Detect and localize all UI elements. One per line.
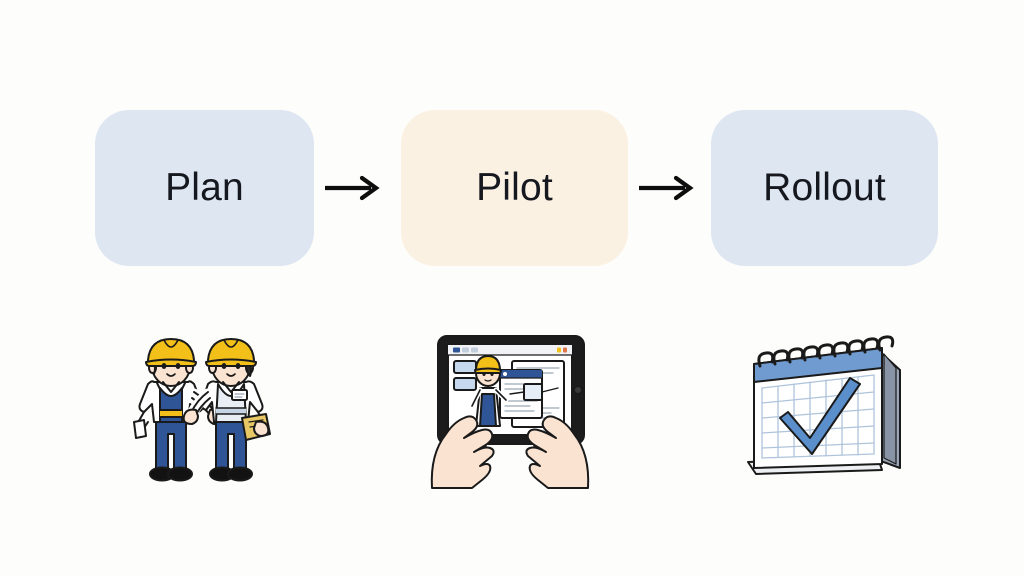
stage-box-plan[interactable]: Plan [95,110,314,266]
two-construction-workers-handshake-illustration [110,326,290,492]
process-flow-stage-row: Plan Pilot Rollout [0,110,1024,268]
illustration-row [0,326,1024,496]
stage-box-rollout[interactable]: Rollout [711,110,938,266]
flow-arrow-right-icon-2 [632,172,704,204]
stage-label-plan: Plan [165,166,244,209]
stage-label-rollout: Rollout [763,166,886,209]
desk-calendar-with-checkmark-illustration [732,326,918,492]
stage-label-pilot: Pilot [476,166,553,209]
stage-box-pilot[interactable]: Pilot [401,110,628,266]
flow-arrow-right-icon-1 [318,172,390,204]
hands-holding-tablet-illustration [420,326,600,492]
